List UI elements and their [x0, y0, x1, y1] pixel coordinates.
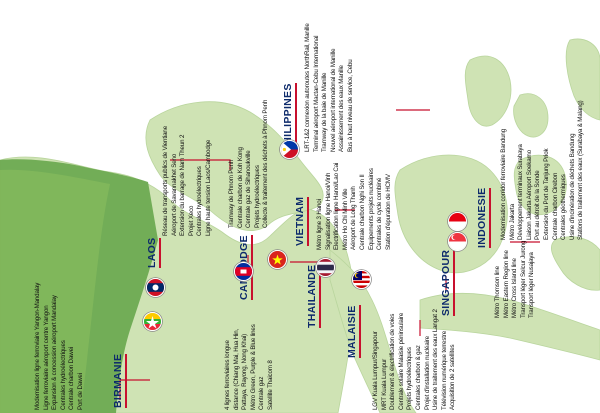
project-item: distance (Chiang Mai, Hua Hin, — [232, 328, 240, 410]
myanmar-land-highlight — [0, 169, 110, 413]
project-item: Nouvel aéroport international de Manille — [329, 48, 337, 152]
project-item: Liaison Jakarta Aéroport Soekarno — [525, 150, 533, 240]
project-item: Centrale charbon Cirebon — [551, 172, 559, 240]
project-item: Collecte & traitement des déchets à Phno… — [262, 99, 270, 228]
project-item: Port au détroit de la Sonde — [534, 170, 542, 240]
project-item: Port de Dawei — [76, 373, 84, 410]
project-item: Centrale charbon Dawei — [68, 346, 76, 410]
project-item: Transport léger Selcur Jurong — [519, 240, 527, 318]
project-item: Métro Cross Island line — [511, 258, 519, 318]
project-item: Centrales de cycle combiné — [376, 177, 384, 250]
project-item: Ligne haute tension Laos/Cambodge — [204, 139, 212, 236]
project-item: Transport léger Nusajaya — [528, 252, 536, 318]
project-item: Projets hydroélectriques — [253, 165, 261, 228]
project-item: MRT Kuala Lumpur — [380, 358, 388, 410]
project-item: Métro Jakarta — [508, 204, 516, 240]
project-item: Développement terminaux Surabaya — [517, 144, 525, 240]
project-item: LGV Kuala Lumpur/Singapour — [372, 331, 379, 410]
project-item: Métro Green, Purple & Blue lines — [249, 324, 257, 410]
project-item: Métro Ho Chi Minh Ville — [341, 188, 349, 250]
project-item: Extension du Port de Tanjung Priok — [542, 148, 550, 240]
project-item: Métro Thomson line — [494, 266, 501, 318]
project-item: Acquisition de 2 satellites — [449, 344, 457, 410]
project-item: Centrales charbon & gaz — [414, 345, 422, 410]
philippines-flag-icon — [280, 140, 299, 159]
project-item: Electrification ligne Hanoi/Lao Cai — [333, 162, 341, 250]
project-item: Stations de traitement des eaux (Surabay… — [577, 100, 585, 240]
project-item: Tramway de la baie de Manille — [321, 72, 329, 152]
project-item: 4 lignes ferroviaires longue — [224, 340, 231, 410]
project-item: Station d'épuration de HCMV — [384, 174, 392, 250]
project-item: Doublement & électrification de voies — [389, 313, 397, 410]
project-item: Tramway de Phnom Penh — [228, 159, 235, 228]
project-item: Centrale gaz de Sihanoukville — [245, 150, 253, 228]
project-item: Projets hydroélectriques — [406, 347, 414, 410]
project-item: Modernisation corridor ferroviaire Bandu… — [500, 129, 507, 240]
project-item: Usine de traitement des eaux Langat 2 — [432, 309, 440, 410]
project-item: LRT-1&2 connexion autoroutes NorthRail, … — [304, 23, 311, 152]
leader-lines — [119, 109, 540, 400]
project-item: Equipements projets nucléaires — [367, 168, 375, 250]
project-item: Réseau de transports publics de Vientian… — [162, 126, 169, 236]
project-item: Métro ligne 3 Hanoi — [316, 199, 323, 250]
project-item: Pattaya, Rayong, Nong Khai) — [241, 333, 249, 410]
thailand-flag-icon — [316, 258, 335, 277]
cambodia-flag-icon — [234, 262, 253, 281]
project-item: Projet Xeco — [187, 205, 195, 236]
project-item: Centrale charbon de Koh Kong — [236, 147, 244, 228]
project-item: Usine d'incinération de déchets Bandung — [568, 133, 576, 240]
project-item: Centrales hydroélectriques — [196, 166, 204, 236]
project-item: Terminal aéroport Mactan-Cebu Internatio… — [312, 35, 320, 152]
project-item: Extension du barrage de Nam Theun 2 — [179, 134, 187, 236]
project-item: Aéroport de Long Thanh — [350, 186, 358, 250]
project-item: Expansion & concession aéroport Mandalay — [51, 295, 59, 410]
project-item: Signalisation ligne Hanoi/Vinh — [324, 172, 332, 250]
project-item: Centrale solaire Malaisie péninsulaire — [397, 312, 405, 410]
project-item: Centrale charbon Nghi Son II — [358, 174, 366, 250]
project-item: Assainissement des eaux Manille — [338, 65, 346, 152]
project-item: Métro Eastern Region line — [502, 250, 510, 318]
project-item: Projet d'installation nucléaire — [423, 336, 431, 410]
malaysia-flag-icon — [352, 270, 371, 289]
vietnam-flag-icon — [268, 250, 287, 269]
project-item: Aéroport de Savannakhet Seno — [170, 153, 178, 236]
laos-flag-icon — [146, 278, 165, 297]
indonesia-flag-icon — [448, 212, 467, 231]
singapore-flag-icon — [448, 232, 467, 251]
project-item: Satellite Thaicom 8 — [266, 360, 274, 410]
project-item: Ligne ferroviaire aéroport centre Yangon — [42, 305, 50, 410]
project-item: Bus à haut niveau de service, Cebu — [346, 59, 354, 152]
project-item: Modernisation ligne ferroviaire Yangon-M… — [34, 282, 41, 410]
project-item: Centrale gaz — [258, 376, 266, 410]
project-item: Télévision numérique terrestre — [440, 330, 448, 410]
project-item: Centrales géothermiques — [560, 174, 568, 240]
myanmar-flag-icon — [143, 312, 162, 331]
project-item: Centrales hydroélectriques — [59, 340, 67, 410]
